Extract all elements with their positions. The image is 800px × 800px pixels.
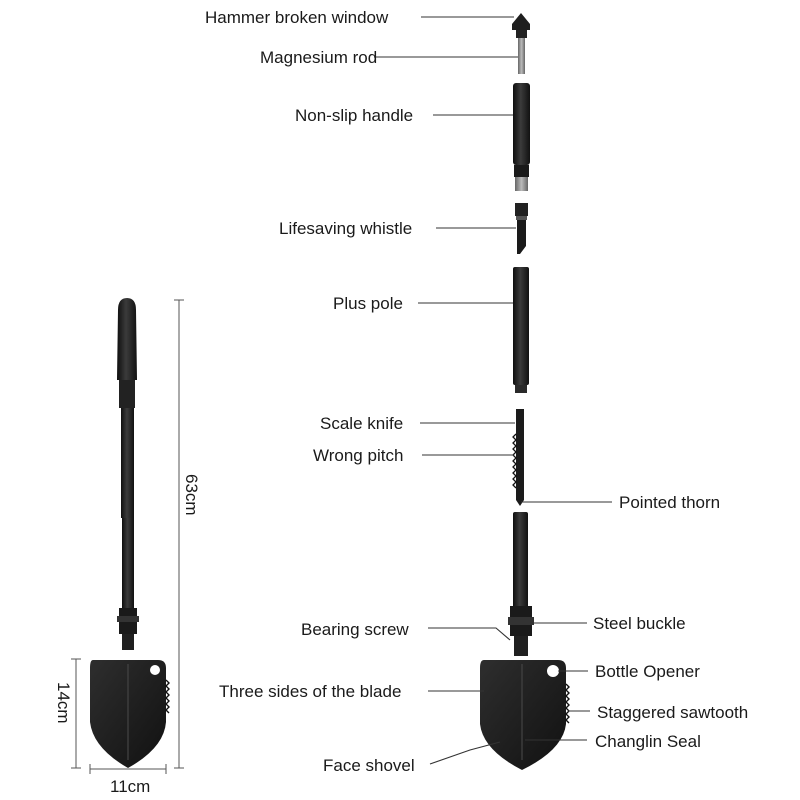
dimension-length-label: 63cm (182, 474, 201, 516)
assembled-shovel (90, 298, 170, 768)
leader-lines (374, 16, 612, 765)
label-bearing-screw: Bearing screw (301, 620, 409, 639)
dimension-length: 63cm (174, 299, 201, 769)
part-scale-knife (516, 409, 524, 506)
assembled-grip-collar (119, 380, 135, 408)
blade-sawtooth (565, 683, 570, 724)
label-magnesium-rod: Magnesium rod (260, 48, 377, 67)
part-plus-pole (513, 267, 529, 385)
label-staggered-sawtooth: Staggered sawtooth (597, 703, 748, 722)
label-steel-buckle: Steel buckle (593, 614, 686, 633)
assembled-sawtooth (165, 679, 170, 714)
part-hammer (512, 13, 530, 30)
label-pointed-thorn: Pointed thorn (619, 493, 720, 512)
assembled-shaft-upper (121, 408, 134, 518)
part-magnesium-rod (518, 38, 525, 74)
dimension-blade-height: 14cm (54, 658, 81, 769)
exploded-parts (480, 13, 570, 770)
part-handle (513, 83, 530, 165)
label-scale-knife: Scale knife (320, 414, 403, 433)
assembled-shaft-lower (122, 518, 134, 610)
part-whistle (515, 203, 528, 216)
labels: Hammer broken window Magnesium rod Non-s… (205, 8, 748, 775)
dimension-width: 11cm (89, 764, 167, 796)
bottle-opener-hole (547, 665, 559, 677)
label-face-shovel: Face shovel (323, 756, 415, 775)
label-bottle-opener: Bottle Opener (595, 662, 700, 681)
label-three-sides: Three sides of the blade (219, 682, 401, 701)
label-non-slip-handle: Non-slip handle (295, 106, 413, 125)
label-wrong-pitch: Wrong pitch (313, 446, 403, 465)
dimension-width-label: 11cm (110, 777, 150, 796)
label-changlin-seal: Changlin Seal (595, 732, 701, 751)
label-lifesaving-whistle: Lifesaving whistle (279, 219, 412, 238)
part-blade (480, 660, 566, 770)
part-lower-pole (513, 512, 528, 608)
assembled-grip (117, 298, 137, 380)
label-plus-pole: Plus pole (333, 294, 403, 313)
label-hammer: Hammer broken window (205, 8, 389, 27)
dimension-blade-height-label: 14cm (54, 682, 73, 724)
